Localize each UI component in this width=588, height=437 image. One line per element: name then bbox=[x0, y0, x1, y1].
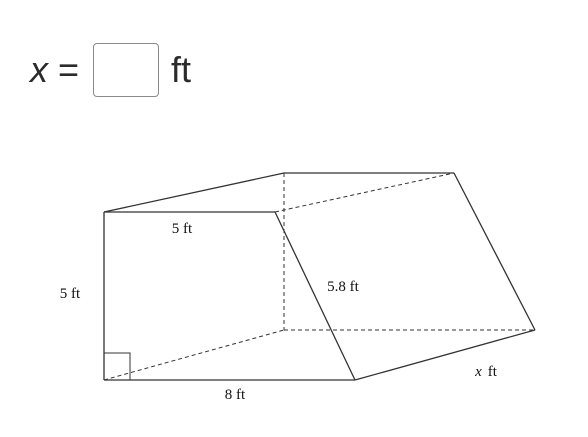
depth-unit: ft bbox=[488, 364, 498, 380]
bottom-left-hidden-edge bbox=[103, 329, 285, 381]
top-right-hidden-edge bbox=[274, 172, 455, 213]
right-angle-marker bbox=[104, 352, 131, 380]
top-edge-label: 5 ft bbox=[172, 221, 193, 237]
front-slant-edge bbox=[274, 211, 356, 381]
back-slant-edge bbox=[453, 172, 536, 331]
bottom-edge-label: 8 ft bbox=[225, 387, 246, 403]
answer-variable: x bbox=[30, 49, 48, 90]
bottom-right-depth-edge bbox=[354, 329, 536, 381]
answer-row: x = ft bbox=[30, 40, 191, 100]
equals-sign: = bbox=[58, 49, 80, 90]
slant-edge-label: 5.8 ft bbox=[327, 279, 359, 295]
depth-variable: x bbox=[474, 364, 482, 380]
top-left-depth-edge bbox=[103, 172, 285, 213]
answer-input[interactable] bbox=[93, 43, 160, 97]
answer-unit: ft bbox=[171, 49, 192, 90]
left-edge-label: 5 ft bbox=[60, 286, 81, 302]
